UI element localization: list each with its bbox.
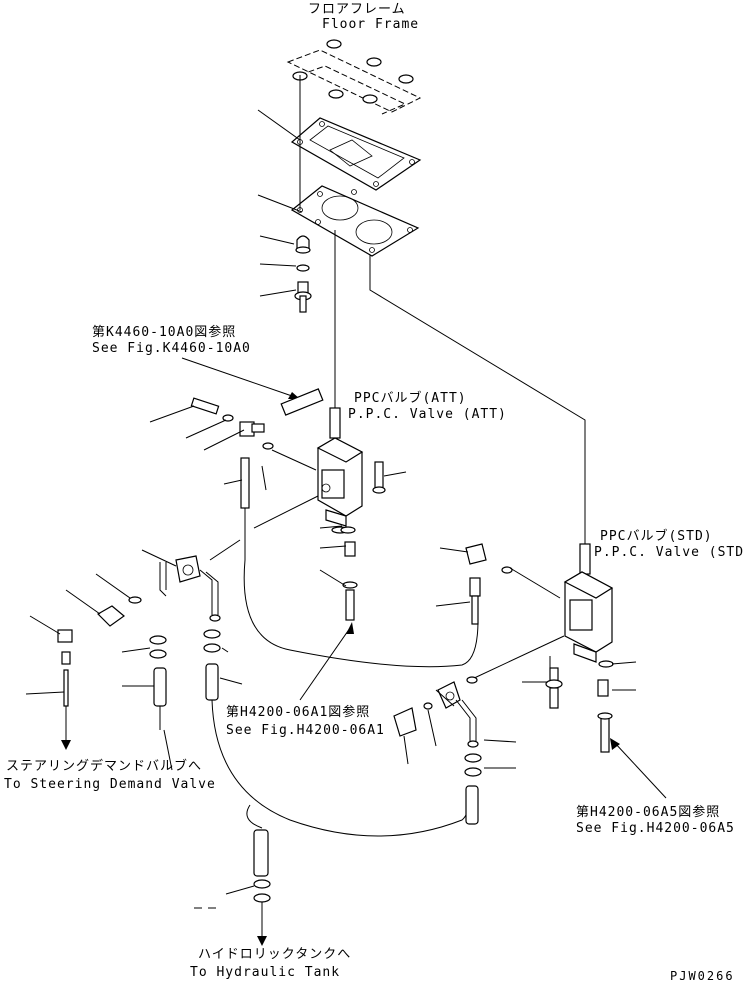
leader-lines-left xyxy=(25,549,243,771)
label-ref-h4200-a5: 第H4200-06A5図参照 See Fig.H4200-06A5 xyxy=(576,804,735,836)
steering-label-en: To Steering Demand Valve xyxy=(4,777,216,792)
steering-label-jp: ステアリングデマンドバルブへ xyxy=(6,758,202,774)
ppc-valve-std xyxy=(563,543,614,663)
att-fittings xyxy=(190,397,386,621)
std-fittings xyxy=(466,635,637,753)
ppc-std-label-jp: PPCバルブ(STD) xyxy=(600,528,713,544)
tank-label-jp: ハイドロリックタンクへ xyxy=(198,947,351,962)
ref-k4460-label-jp: 第K4460-10A0図参照 xyxy=(92,324,236,340)
clamps-left xyxy=(149,629,221,730)
ppc-std-label-en: P.P.C. Valve (STD) xyxy=(594,545,745,560)
mid-fittings xyxy=(435,543,561,625)
cover-plate xyxy=(290,117,422,191)
ref-a1-label-jp: 第H4200-06A1図参照 xyxy=(226,704,370,720)
label-floor-frame: フロアフレーム Floor Frame xyxy=(308,2,419,32)
ppc-att-label-en: P.P.C. Valve (ATT) xyxy=(348,407,507,422)
hoses xyxy=(211,559,479,837)
tank-fittings xyxy=(194,829,271,946)
ref-a5-label-jp: 第H4200-06A5図参照 xyxy=(576,804,720,820)
gasket-plate xyxy=(290,185,420,257)
label-ref-k4460: 第K4460-10A0図参照 See Fig.K4460-10A0 xyxy=(92,324,251,356)
top-hardware xyxy=(294,235,312,313)
label-tank: ハイドロリックタンクへ To Hydraulic Tank xyxy=(190,947,351,980)
floor-frame-label-jp: フロアフレーム xyxy=(308,2,406,17)
label-ref-h4200-a1: 第H4200-06A1図参照 See Fig.H4200-06A1 xyxy=(226,704,385,738)
leader-lines-att xyxy=(149,405,407,587)
label-steering: ステアリングデマンドバルブへ To Steering Demand Valve xyxy=(4,758,216,792)
ref-a1-arrow xyxy=(299,622,354,701)
drawing-code: PJW0266 xyxy=(670,969,735,983)
leader-lines-top xyxy=(257,109,303,297)
ref-k4460-arrow xyxy=(181,357,324,416)
tank-label-en: To Hydraulic Tank xyxy=(190,965,340,980)
label-ppc-att: PPCバルブ(ATT) P.P.C. Valve (ATT) xyxy=(348,390,507,422)
floor-frame-label-en: Floor Frame xyxy=(322,17,419,32)
ppc-att-label-jp: PPCバルブ(ATT) xyxy=(354,390,467,406)
floor-frame xyxy=(286,39,422,115)
ref-k4460-label-en: See Fig.K4460-10A0 xyxy=(92,341,251,356)
label-ppc-std: PPCバルブ(STD) P.P.C. Valve (STD) xyxy=(594,528,745,560)
ref-a5-label-en: See Fig.H4200-06A5 xyxy=(576,821,735,836)
ref-a1-label-en: See Fig.H4200-06A1 xyxy=(226,723,385,738)
lower-fittings xyxy=(393,681,517,825)
ppc-valve-att xyxy=(316,407,364,534)
ref-a5-arrow xyxy=(610,738,667,799)
left-manifold xyxy=(57,555,221,750)
